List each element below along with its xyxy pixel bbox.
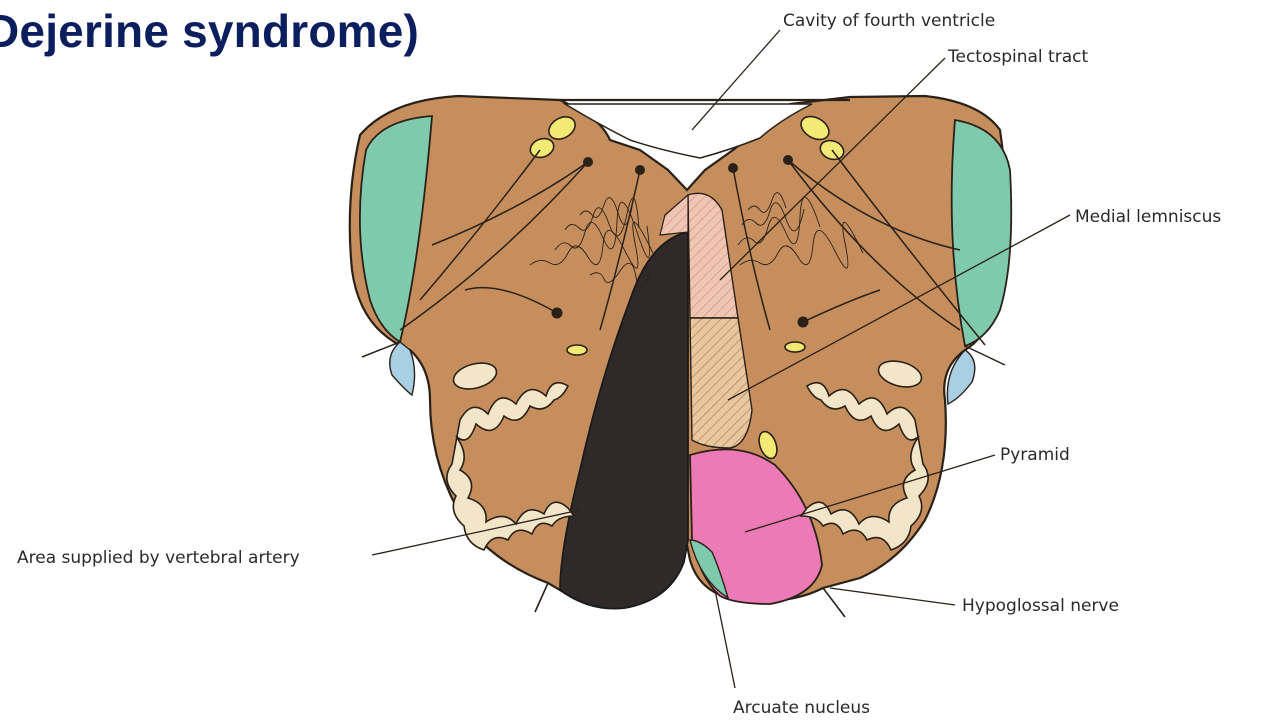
right-inferior-cerebellar-peduncle <box>952 120 1012 346</box>
label-area-supplied-by-vertebral-artery: Area supplied by vertebral artery <box>17 548 300 568</box>
label-arcuate-nucleus: Arcuate nucleus <box>733 698 870 718</box>
label-medial-lemniscus: Medial lemniscus <box>1075 207 1221 227</box>
label-hypoglossal-nerve: Hypoglossal nerve <box>962 596 1119 616</box>
label-cavity-of-fourth-ventricle: Cavity of fourth ventricle <box>783 11 995 31</box>
label-tectospinal-tract: Tectospinal tract <box>947 47 1088 67</box>
label-pyramid: Pyramid <box>1000 445 1070 465</box>
